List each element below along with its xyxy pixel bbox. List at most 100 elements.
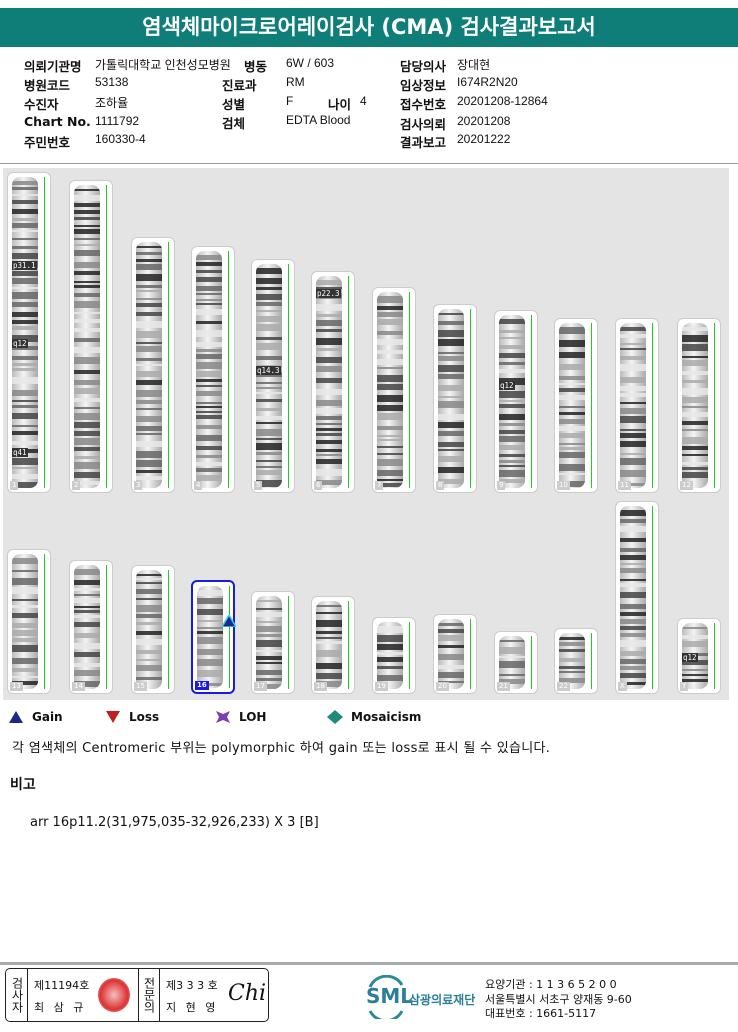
signature: Chi [228,981,267,1006]
logo-arc-icon [368,975,404,1019]
chromosome-band [438,672,464,678]
chromosome-band [136,408,162,410]
chromosome-band [196,371,222,377]
chromosome-12[interactable]: 12 [677,318,721,493]
chromosome-band [438,456,464,462]
chromosome-band [438,629,464,633]
chromosome-ideogram [74,565,100,689]
chromosome-16[interactable]: 16 [191,580,236,694]
chromosome-band [316,320,342,326]
chromosome-band [136,470,162,473]
chromosome-band [196,321,222,324]
chromosome-18[interactable]: 18 [311,596,355,694]
legend-mosaicism: Mosaicism [327,710,421,724]
chromosome-22[interactable]: 22 [554,628,598,694]
chromosome-band [377,652,403,655]
chromosome-19[interactable]: 19 [372,617,416,694]
signal-line [470,309,471,488]
chromosome-band [12,312,38,317]
signal-line [409,622,410,689]
chromosome-band [196,406,222,408]
chromosome-band [74,447,100,451]
chromosome-band [136,264,162,270]
chromosome-band [136,598,162,600]
signal-line [44,177,45,488]
chromosome-band [377,435,403,437]
chromosome-band [74,652,100,657]
chromosome-band [559,464,585,471]
chromosome-band [136,650,162,654]
chromosome-band [74,238,100,240]
array-result: arr 16p11.2(31,975,035-32,926,233) X 3 [… [30,815,319,830]
legend-loh-label: LOH [239,710,267,724]
chromosome-band [377,446,403,448]
signal-line [652,323,653,488]
chromosome-band [256,670,282,675]
chromosome-band [256,382,282,384]
chromosome-band [256,392,282,394]
chromosome-band [256,399,282,402]
chromosome-band [12,630,38,636]
chromosome-band [136,252,162,255]
facility-code: 요양기관 : 1 1 3 6 5 2 0 0 [485,978,617,991]
chromosome-ideogram [377,622,403,689]
chromosome-band [12,346,38,350]
chromosome-17[interactable]: 17 [251,591,295,694]
chromosome-band [74,293,100,297]
dept-label: 진료과 [222,78,257,93]
chromosome-7[interactable]: 7 [372,287,416,493]
chromosome-band [196,354,222,359]
chromosome-band [682,635,708,639]
loh-icon [216,711,230,723]
chromosome-band [74,413,100,420]
chromosome-20[interactable]: 20 [433,614,477,694]
chromosome-band [136,578,162,580]
chromosome-ideogram [196,251,222,488]
chromosome-band [256,337,282,340]
chromosome-band [12,302,38,307]
chromosome-4[interactable]: 4 [191,246,235,493]
chromosome-band [438,681,464,683]
chromosome-10[interactable]: 10 [554,318,598,493]
chromosome-band [377,453,403,455]
chromosome-2[interactable]: 2 [69,180,113,493]
specimen-label: 검체 [222,116,246,131]
chromosome-band [74,438,100,445]
chromosome-band [377,657,403,662]
legend-loss-label: Loss [129,710,160,724]
chromosome-band [74,462,100,469]
chromosome-band [499,674,525,676]
chromosome-8[interactable]: 8 [433,304,477,493]
chromosome-band [620,343,646,345]
chromosome-band [438,385,464,391]
chromosome-15[interactable]: 15 [131,565,175,694]
chromosome-band [136,476,162,480]
chromosome-band [12,223,38,228]
chromosome-14[interactable]: 14 [69,560,113,694]
chromosome-band [377,479,403,481]
chromosome-band [559,383,585,385]
chromosome-band [256,684,282,689]
chromosome-band [74,606,100,608]
chromosome-band [12,209,38,214]
chromosome-13[interactable]: 13 [7,549,51,694]
chromosome-X[interactable]: X [615,501,659,694]
chromosome-band [256,470,282,475]
chromosome-band [136,358,162,361]
chromosome-band [682,454,708,456]
chromosome-band [316,433,342,436]
chromosome-21[interactable]: 21 [494,631,538,694]
gain-marker-icon[interactable] [222,615,236,627]
chromosome-number: 1 [10,481,19,490]
chromosome-3[interactable]: 3 [131,237,175,493]
chromosome-ideogram [316,601,342,689]
chromosome-band [559,364,585,370]
age: 4 [360,94,367,108]
chromosome-11[interactable]: 11 [615,318,659,493]
